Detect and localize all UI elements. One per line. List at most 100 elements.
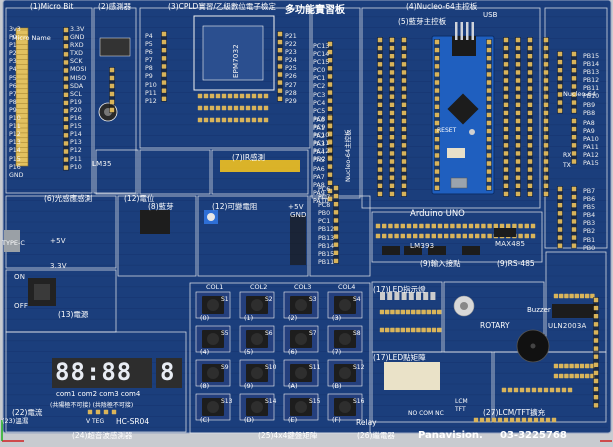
keypad-switch-label: S8 bbox=[353, 330, 361, 337]
out-row-pad bbox=[569, 363, 574, 369]
keypad-key-label[interactable]: (0) bbox=[200, 314, 210, 322]
arduino-bottom-row2-pad bbox=[481, 233, 486, 239]
ir-header-pad bbox=[109, 75, 115, 81]
keypad-key-label[interactable]: (6) bbox=[288, 348, 298, 356]
arduino-header-right-pad bbox=[515, 135, 521, 140]
arduino-header-right-pad bbox=[527, 143, 533, 148]
microbit-header-pad bbox=[63, 35, 69, 41]
keypad-key-label[interactable]: (F) bbox=[332, 416, 341, 424]
arduino-header-right-pad bbox=[527, 135, 533, 140]
keypad-switch-label: S10 bbox=[265, 364, 277, 371]
arduino-bottom-row-pad bbox=[419, 223, 424, 229]
arduino-bottom-row-pad bbox=[475, 223, 480, 229]
out-row-pad bbox=[579, 363, 585, 369]
nucleo-low-header-pad bbox=[333, 193, 339, 199]
lcm-tft-label: LCM TFT bbox=[455, 398, 468, 413]
tft-header-pad bbox=[525, 387, 531, 393]
silk-outline bbox=[197, 195, 309, 277]
section-temp: (23)溫濕 bbox=[2, 417, 29, 425]
keypad-key-label[interactable]: (A) bbox=[288, 382, 298, 390]
ultrasonic-pins-pad bbox=[95, 409, 101, 415]
hcsr04-label: HC-SR04 bbox=[116, 417, 150, 426]
arduino-header-left-pad bbox=[389, 86, 395, 91]
keypad-key-label[interactable]: (9) bbox=[244, 382, 254, 390]
cpld-bottom-row3-pad bbox=[221, 117, 227, 123]
bluepill-left-pins-pad bbox=[434, 88, 440, 93]
bluepill-right-pins-pad bbox=[486, 64, 492, 69]
keypad-key-label[interactable]: (8) bbox=[200, 382, 210, 390]
arduino-bottom-row-pad bbox=[413, 223, 418, 229]
arduino-bottom-row-pad bbox=[518, 223, 523, 229]
lcm-header-pad bbox=[521, 417, 527, 423]
nucleo-cn10-pad bbox=[543, 37, 549, 43]
led-array-row1-pad bbox=[431, 309, 437, 315]
cpld-bottom-row-pad bbox=[203, 93, 209, 99]
ir-header-pad bbox=[109, 91, 115, 97]
keypad-key-label[interactable]: (5) bbox=[244, 348, 254, 356]
ir-header-pad bbox=[109, 83, 115, 89]
arduino-header-left-pad bbox=[401, 94, 407, 99]
arduino-bottom-row-pad bbox=[456, 223, 461, 229]
arduino-header-left-pad bbox=[389, 183, 395, 188]
keypad-key-label[interactable]: (E) bbox=[288, 416, 298, 424]
keypad-switch-label: S3 bbox=[309, 296, 317, 303]
com-label: com1 com2 com3 com4 bbox=[56, 390, 141, 398]
keypad-cap bbox=[295, 401, 307, 413]
arduino-bottom-row2-pad bbox=[400, 233, 405, 239]
tft-header-pad bbox=[519, 387, 525, 393]
arduino-header-right-pad bbox=[527, 102, 533, 107]
arduino-header-right-pad bbox=[527, 159, 533, 164]
keypad-key-label[interactable]: (D) bbox=[244, 416, 255, 424]
buzzer-hole bbox=[530, 343, 536, 349]
cpld-bottom-row3-pad bbox=[257, 117, 263, 123]
right-top-header-pad bbox=[571, 92, 577, 97]
keypad-key-label[interactable]: (B) bbox=[332, 382, 342, 390]
keypad-key-label[interactable]: (2) bbox=[288, 314, 298, 322]
cpld-bottom-row-pad bbox=[251, 93, 257, 99]
arduino-header-right-pad bbox=[515, 86, 521, 91]
keypad-switch-label: S5 bbox=[221, 330, 229, 337]
keypad-key-label[interactable]: (4) bbox=[200, 348, 210, 356]
keypad-key-label[interactable]: (C) bbox=[200, 416, 210, 424]
bluepill-right-pins-pad bbox=[486, 80, 492, 85]
keypad-key-label[interactable]: (3) bbox=[332, 314, 342, 322]
rotary-shaft bbox=[460, 302, 468, 310]
arduino-header-left-body bbox=[377, 37, 383, 197]
arduino-header-right-pad bbox=[527, 183, 533, 188]
cpld-bottom-row3-pad bbox=[197, 117, 203, 123]
arduino-bottom-row2-pad bbox=[388, 233, 393, 239]
bluepill-right-pins-pad bbox=[486, 137, 492, 142]
keypad-col-label: COL3 bbox=[294, 283, 312, 291]
right-top-header-pad bbox=[571, 108, 577, 113]
right-edge-header-pad bbox=[593, 338, 599, 343]
keypad-cap bbox=[251, 367, 263, 379]
arduino-bottom-row-pad bbox=[524, 223, 529, 229]
arduino-bottom-row2-pad bbox=[475, 233, 480, 239]
seven-seg-body bbox=[52, 358, 152, 388]
microbit-header-pad bbox=[63, 68, 69, 73]
relay-label: Relay bbox=[356, 418, 377, 427]
arduino-header-right-pad bbox=[503, 110, 509, 116]
silk-outline bbox=[5, 7, 93, 194]
arduino-header-left-pad bbox=[401, 167, 407, 172]
arduino-header-right-pad bbox=[503, 54, 509, 59]
keypad-key-label[interactable]: (7) bbox=[332, 348, 342, 356]
keypad-key-label[interactable]: (1) bbox=[244, 314, 254, 322]
arduino-header-right-body bbox=[515, 37, 521, 197]
arduino-header-right-pad bbox=[527, 70, 533, 75]
bluepill-right-pins-pad bbox=[486, 112, 492, 118]
right-mid-header-pad bbox=[571, 159, 577, 164]
arduino-header-right-pad bbox=[527, 86, 533, 91]
arduino-header-left-pad bbox=[389, 143, 395, 148]
arduino-header-left-pad bbox=[389, 110, 395, 116]
arduino-bottom-row-pad bbox=[406, 223, 412, 229]
nucleo-left-header-pad bbox=[327, 74, 333, 79]
bluepill-top-header bbox=[452, 36, 476, 56]
right-edge-header-pad bbox=[593, 395, 599, 400]
arduino-header-left-pad bbox=[389, 62, 395, 67]
right-top-header-pad bbox=[571, 84, 577, 89]
arduino-bottom-row-pad bbox=[512, 223, 517, 229]
cpld-bottom-row-pad bbox=[197, 93, 203, 99]
silk-outline bbox=[5, 331, 187, 433]
right-top-header-pad bbox=[571, 51, 577, 57]
